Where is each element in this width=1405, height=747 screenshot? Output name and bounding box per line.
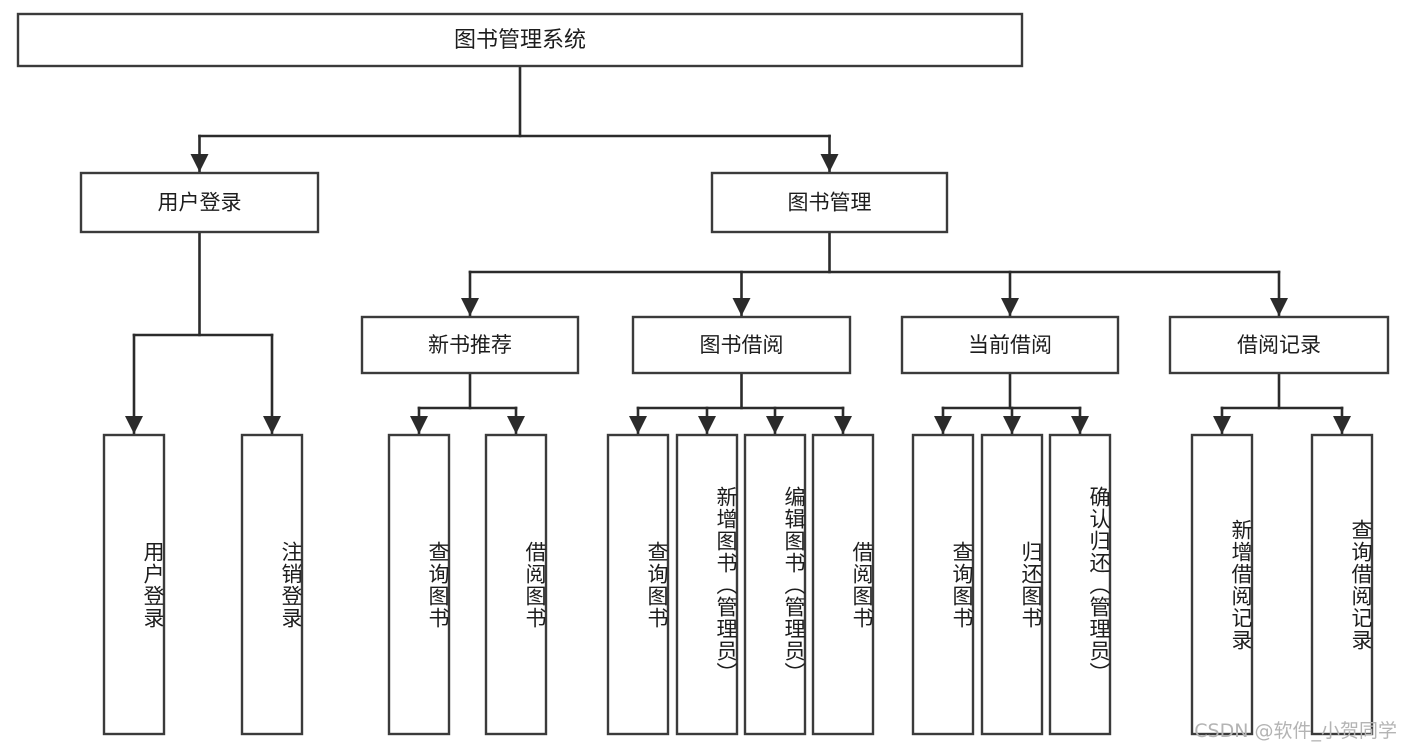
node-box-leaf-query-book-1[interactable] [387,433,451,736]
node-box-leaf-borrow-book-1[interactable] [484,433,548,736]
watermark: CSDN @软件_小贺同学 [1194,720,1397,742]
node-box-leaf-query-book-3[interactable] [911,433,975,736]
node-box-leaf-add-record[interactable] [1190,433,1254,736]
boxes-layer [16,12,1390,736]
arrow-head-icon [1270,298,1288,316]
node-label-book-manage: 图书管理 [788,191,872,215]
node-box-leaf-add-book[interactable] [675,433,739,736]
arrow-head-icon [1071,416,1089,434]
node-box-borrow-record[interactable] [1168,315,1390,375]
node-box-leaf-query-book-2[interactable] [606,433,670,736]
node-box-leaf-query-record[interactable] [1310,433,1374,736]
arrow-head-icon [507,416,525,434]
node-box-leaf-user-login[interactable] [102,433,166,736]
node-box-root[interactable] [16,12,1024,68]
node-box-leaf-user-logout[interactable] [240,433,304,736]
node-box-book-borrow[interactable] [631,315,852,375]
node-box-current-borrow[interactable] [900,315,1120,375]
node-box-book-manage[interactable] [710,171,949,234]
arrow-head-icon [190,154,209,172]
arrow-head-icon [820,154,839,172]
node-box-leaf-confirm-return[interactable] [1048,433,1112,736]
arrow-head-icon [125,416,143,434]
arrow-head-icon [629,416,647,434]
node-box-leaf-return-book[interactable] [980,433,1044,736]
node-label-current-borrow: 当前借阅 [968,333,1052,357]
arrow-head-icon [1213,416,1231,434]
node-label-user-login: 用户登录 [158,191,242,215]
arrow-head-icon [834,416,852,434]
node-label-borrow-record: 借阅记录 [1237,333,1321,357]
arrow-head-icon [1333,416,1351,434]
arrow-head-icon [732,298,751,316]
arrow-head-icon [1001,298,1019,316]
node-label-book-borrow: 图书借阅 [700,333,784,357]
node-box-leaf-borrow-book-2[interactable] [811,433,875,736]
node-box-leaf-edit-book[interactable] [743,433,807,736]
node-box-new-book-rec[interactable] [360,315,580,375]
arrow-head-icon [698,416,716,434]
arrow-head-icon [1003,416,1021,434]
arrow-head-icon [410,416,428,434]
arrow-head-icon [766,416,784,434]
arrow-head-icon [461,298,479,316]
node-label-new-book-rec: 新书推荐 [428,333,512,357]
arrow-head-icon [263,416,281,434]
node-label-root: 图书管理系统 [454,28,586,53]
edges-layer [125,64,1351,436]
arrow-head-icon [934,416,952,434]
node-box-user-login[interactable] [79,171,320,234]
